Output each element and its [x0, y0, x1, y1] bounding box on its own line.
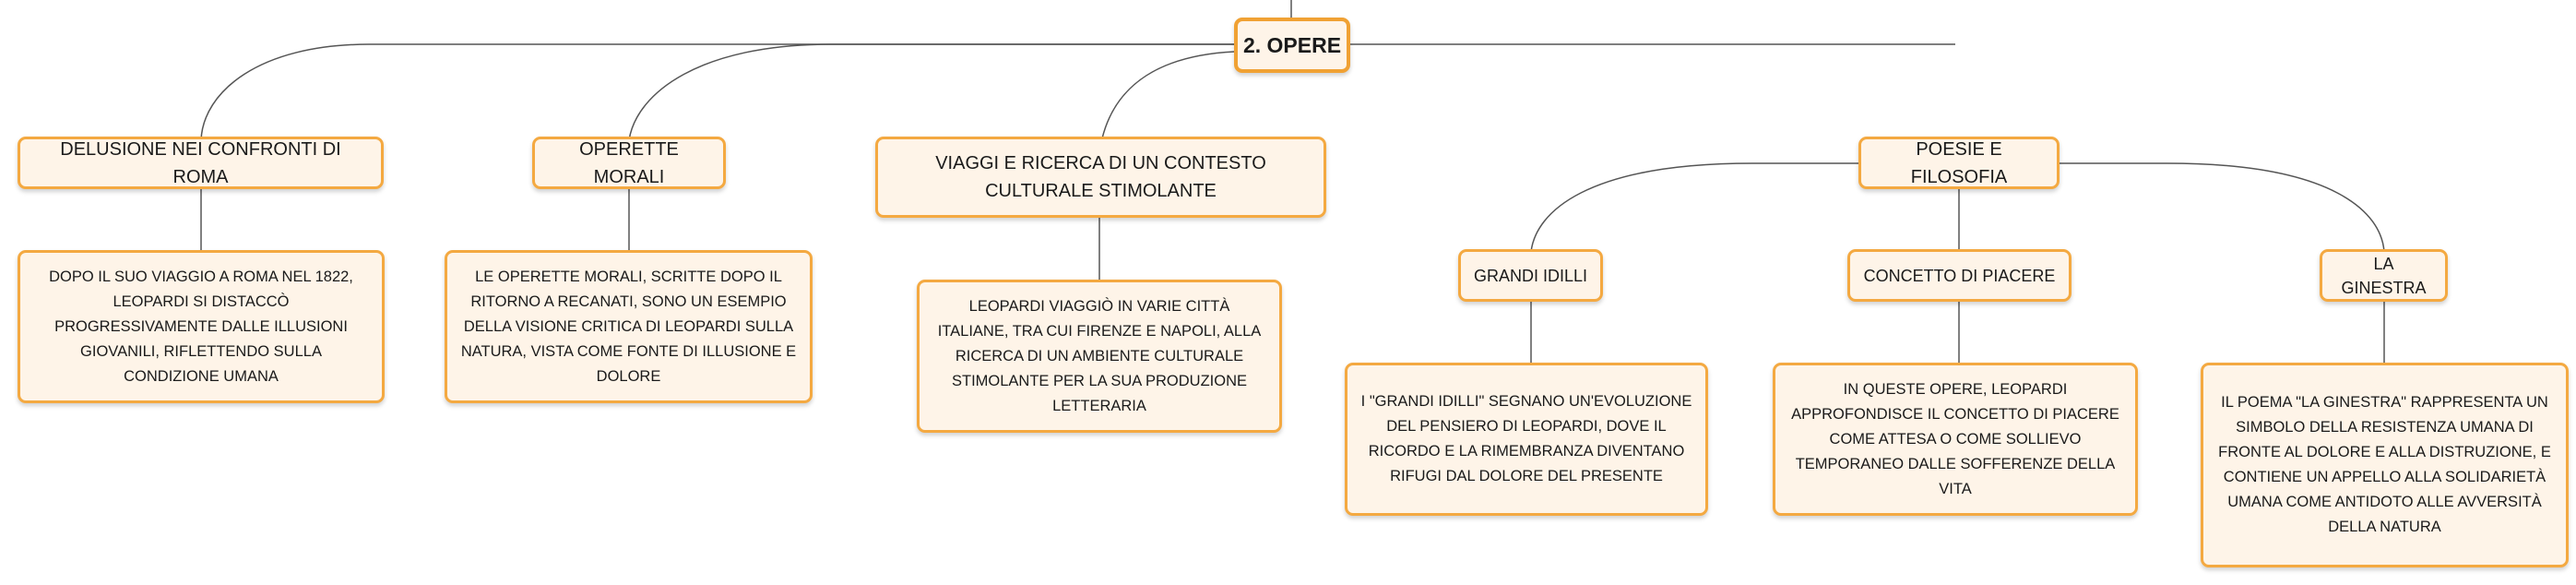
- topic-label: POESIE E FILOSOFIA: [1910, 138, 2008, 187]
- subtopic-concetto-piacere[interactable]: CONCETTO DI PIACERE: [1847, 249, 2071, 302]
- root-node[interactable]: 2. OPERE: [1234, 18, 1350, 73]
- topic-label: DELUSIONE NEI CONFRONTI DI ROMA: [60, 138, 341, 187]
- text-operette-morali[interactable]: LE OPERETTE MORALI, SCRITTE DOPO IL RITO…: [445, 250, 813, 403]
- connector-root-viaggi: [1101, 51, 1235, 139]
- text-content: LE OPERETTE MORALI, SCRITTE DOPO IL RITO…: [460, 268, 797, 385]
- topic-poesie-filosofia[interactable]: POESIE E FILOSOFIA: [1858, 137, 2060, 189]
- text-viaggi[interactable]: LEOPARDI VIAGGIÒ IN VARIE CITTÀ ITALIANE…: [917, 280, 1282, 433]
- text-content: IN QUESTE OPERE, LEOPARDI APPROFONDISCE …: [1791, 380, 2119, 497]
- text-content: IL POEMA "LA GINESTRA" RAPPRESENTA UN SI…: [2218, 394, 2551, 535]
- topic-delusione-roma[interactable]: DELUSIONE NEI CONFRONTI DI ROMA: [18, 137, 384, 189]
- text-concetto-piacere[interactable]: IN QUESTE OPERE, LEOPARDI APPROFONDISCE …: [1773, 363, 2138, 516]
- subtopic-grandi-idilli[interactable]: GRANDI IDILLI: [1458, 249, 1603, 302]
- text-content: DOPO IL SUO VIAGGIO A ROMA NEL 1822, LEO…: [49, 268, 353, 385]
- topic-operette-morali[interactable]: OPERETTE MORALI: [532, 137, 726, 189]
- text-content: LEOPARDI VIAGGIÒ IN VARIE CITTÀ ITALIANE…: [937, 297, 1262, 414]
- connector-poesie-idilli: [1530, 162, 1861, 253]
- topic-label: VIAGGI E RICERCA DI UN CONTESTO CULTURAL…: [935, 153, 1266, 201]
- subtopic-label: CONCETTO DI PIACERE: [1863, 266, 2056, 285]
- text-la-ginestra[interactable]: IL POEMA "LA GINESTRA" RAPPRESENTA UN SI…: [2201, 363, 2569, 567]
- root-label: 2. OPERE: [1242, 32, 1342, 57]
- text-delusione-roma[interactable]: DOPO IL SUO VIAGGIO A ROMA NEL 1822, LEO…: [18, 250, 385, 403]
- subtopic-label: GRANDI IDILLI: [1473, 266, 1588, 285]
- connector-root-delusione: [200, 43, 1234, 141]
- topic-viaggi[interactable]: VIAGGI E RICERCA DI UN CONTESTO CULTURAL…: [875, 137, 1326, 218]
- connector-root-operette: [628, 43, 1234, 141]
- text-grandi-idilli[interactable]: I "GRANDI IDILLI" SEGNANO UN'EVOLUZIONE …: [1345, 363, 1708, 516]
- text-content: I "GRANDI IDILLI" SEGNANO UN'EVOLUZIONE …: [1360, 393, 1692, 484]
- connector-poesie-ginestra: [2059, 162, 2385, 253]
- subtopic-la-ginestra[interactable]: LA GINESTRA: [2320, 249, 2448, 302]
- topic-label: OPERETTE MORALI: [579, 138, 679, 187]
- subtopic-label: LA GINESTRA: [2341, 254, 2427, 297]
